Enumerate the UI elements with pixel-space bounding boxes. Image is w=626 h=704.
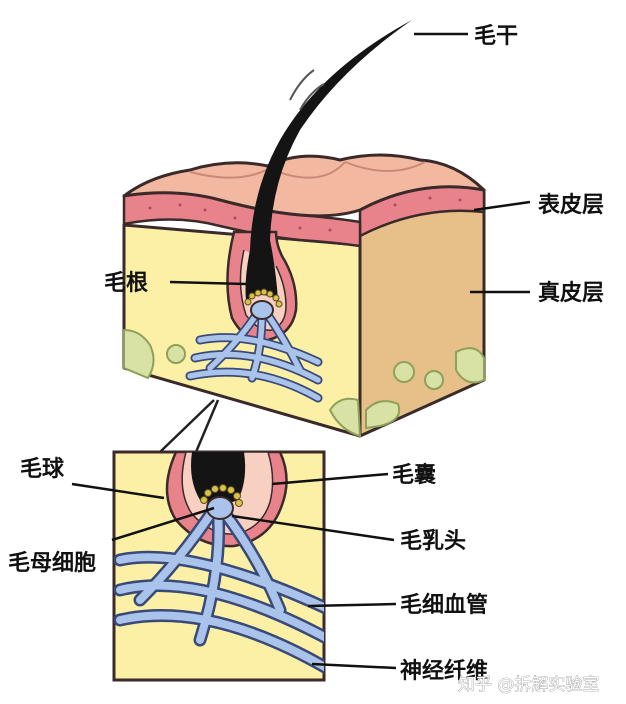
hair-shaft	[245, 20, 412, 300]
label-hair-root: 毛根	[104, 271, 148, 296]
bulb-dots-top	[244, 288, 283, 308]
label-dermal-papilla: 毛乳头	[400, 528, 466, 554]
label-hair-matrix-cells: 毛母细胞	[8, 550, 96, 576]
dermal-papilla-top	[250, 300, 274, 320]
label-dermis: 真皮层	[538, 280, 604, 306]
magnify-connector	[159, 399, 220, 453]
leader-lines	[71, 32, 531, 670]
label-hair-follicle: 毛囊	[392, 462, 436, 488]
epidermis-dots	[148, 196, 462, 232]
label-epidermis: 表皮层	[538, 192, 604, 218]
inset-bulb	[112, 450, 326, 682]
label-capillaries: 毛细血管	[400, 592, 488, 618]
label-hair-shaft: 毛干	[474, 24, 518, 49]
bulb-dots-inset	[200, 484, 243, 507]
label-hair-bulb: 毛球	[20, 457, 65, 482]
label-nerve-fibers: 神经纤维	[400, 658, 488, 684]
skin-block	[122, 20, 486, 438]
watermark: 知乎 @拆解实验室	[458, 675, 599, 695]
dermal-papilla-inset	[206, 496, 234, 520]
fat-cells	[123, 328, 485, 438]
